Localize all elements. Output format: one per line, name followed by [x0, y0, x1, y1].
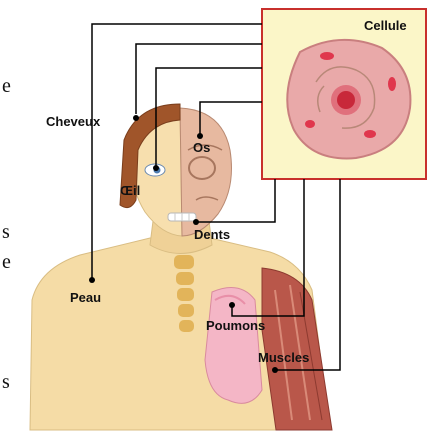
organelle-4: [364, 130, 376, 138]
line-cheveux: [136, 44, 262, 114]
label-peau: Peau: [70, 290, 101, 305]
label-os: Os: [193, 140, 210, 155]
label-cellule: Cellule: [364, 18, 407, 33]
cut-text-3: e: [2, 251, 11, 273]
cut-text-2: s: [2, 221, 10, 243]
organelle-2: [388, 77, 396, 91]
label-poumons: Poumons: [206, 318, 265, 333]
arm-muscle: [262, 268, 332, 430]
cell-illustration: [287, 40, 410, 159]
label-muscles: Muscles: [258, 350, 309, 365]
organelle-1: [320, 52, 334, 60]
organelle-3: [305, 120, 315, 128]
label-cheveux: Cheveux: [46, 114, 101, 129]
nucleus: [337, 91, 355, 109]
label-dents: Dents: [194, 227, 230, 242]
label-oeil: Œil: [120, 183, 140, 198]
cut-text-1: e: [2, 75, 11, 97]
cut-text-4: s: [2, 371, 10, 393]
